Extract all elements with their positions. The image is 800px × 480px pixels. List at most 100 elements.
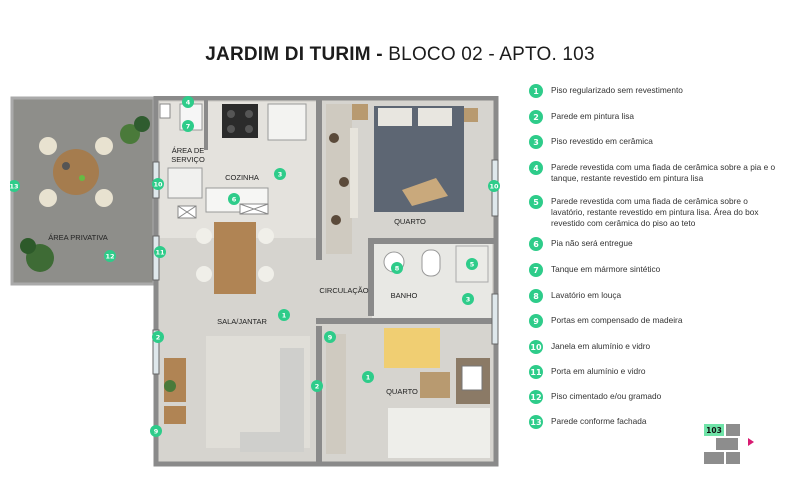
plan-badge-number: 10	[489, 182, 499, 190]
key-plan: 103	[704, 424, 756, 472]
stove	[222, 104, 258, 138]
legend-item: 13 Parede conforme fachada	[529, 415, 783, 429]
washing-machine	[167, 167, 203, 199]
plan-badge	[154, 246, 166, 258]
legend-badge: 9	[529, 314, 543, 328]
legend-badge: 3	[529, 135, 543, 149]
label-area-servico-2: SERVIÇO	[171, 155, 205, 164]
legend-text: Tanque em mármore sintético	[551, 264, 661, 274]
plan-badge	[182, 120, 194, 132]
legend-text: Portas em compensado de madeira	[551, 315, 683, 325]
legend-text: Piso regularizado sem revestimento	[551, 85, 683, 95]
plan-badge	[10, 180, 20, 192]
label-banho: BANHO	[391, 291, 418, 300]
window-right-bottom	[491, 293, 499, 345]
plan-badge-number: 1	[366, 373, 371, 381]
plan-badge	[488, 180, 500, 192]
bed-bottom-quilt	[388, 408, 490, 458]
legend-item: 7 Tanque em mármore sintético	[529, 263, 783, 277]
legend-item: 10 Janela em alumínio e vidro	[529, 340, 783, 354]
legend-item: 3 Piso revestido em cerâmica	[529, 135, 783, 149]
legend-badge: 8	[529, 289, 543, 303]
plan-badge-number: 13	[10, 182, 19, 190]
legend-item: 2 Parede em pintura lisa	[529, 110, 783, 124]
plan-badge	[104, 250, 116, 262]
title-building: JARDIM DI TURIM -	[205, 44, 383, 65]
legend-text: Parede conforme fachada	[551, 416, 647, 426]
legend-badge: 2	[529, 110, 543, 124]
glass-door	[152, 235, 160, 281]
plan-badge-number: 2	[315, 382, 320, 390]
fridge	[267, 103, 307, 141]
plan-badge	[152, 331, 164, 343]
legend-text: Parede em pintura lisa	[551, 111, 635, 121]
label-sala-jantar: SALA/JANTAR	[217, 317, 267, 326]
legend-badge: 12	[529, 390, 543, 404]
label-circulacao: CIRCULAÇÃO	[319, 286, 368, 295]
legend-item: 4 Parede revestida com uma fiada de cerâm…	[529, 161, 783, 184]
legend-text: Pia não será entregue	[551, 238, 633, 248]
legend-badge: 11	[529, 365, 543, 379]
label-area-privativa: ÁREA PRIVATIVA	[48, 233, 108, 242]
legend-item: 8 Lavatório em louça	[529, 289, 783, 303]
legend-text: Parede revestida com uma fiada de cerâmi…	[551, 196, 759, 228]
bed-bottom	[384, 328, 440, 368]
legend-text: Piso cimentado e/ou gramado	[551, 391, 662, 401]
legend-badge: 4	[529, 161, 543, 175]
legend-text: Parede revestida com uma fiada de cerâmi…	[551, 162, 776, 183]
plan-badge	[278, 309, 290, 321]
plan-badge	[182, 96, 194, 108]
legend-item: 1 Piso regularizado sem revestimento	[529, 84, 783, 98]
legend-item: 5 Parede revestida com uma fiada de cerâm…	[529, 195, 783, 229]
key-plan-unit: 103	[706, 426, 722, 435]
legend-badge: 6	[529, 237, 543, 251]
label-cozinha: COZINHA	[225, 173, 259, 182]
plan-badge-number: 6	[232, 195, 237, 203]
plan-badge-number: 3	[466, 295, 471, 303]
page-title: JARDIM DI TURIM - BLOCO 02 - APTO. 103	[0, 44, 800, 66]
legend-text: Piso revestido em cerâmica	[551, 136, 653, 146]
plan-badge-number: 1	[282, 311, 287, 319]
plan-badge	[152, 178, 164, 190]
location-marker-icon	[748, 438, 754, 446]
plan-badge-number: 7	[186, 122, 191, 130]
legend-badge: 5	[529, 195, 543, 209]
label-quarto-bottom: QUARTO	[386, 387, 418, 396]
patio-table	[53, 149, 99, 195]
plan-badge-number: 9	[154, 427, 159, 435]
plan-badge	[311, 380, 323, 392]
floor-plan: ÁREA PRIVATIVA ÁREA DE SERVIÇO COZINHA Q…	[10, 96, 505, 468]
plan-badge-number: 12	[105, 252, 114, 260]
plan-badge	[274, 168, 286, 180]
plan-badge	[462, 293, 474, 305]
plan-badge-number: 9	[328, 333, 333, 341]
legend-text: Janela em alumínio e vidro	[551, 341, 651, 351]
plan-badge	[150, 425, 162, 437]
plan-badge	[228, 193, 240, 205]
tv-stand	[164, 358, 186, 402]
plan-badge	[466, 258, 478, 270]
plan-badge-number: 5	[470, 260, 475, 268]
plan-badge	[324, 331, 336, 343]
plan-badge	[362, 371, 374, 383]
plan-badge-number: 8	[395, 264, 400, 272]
legend-badge: 7	[529, 263, 543, 277]
plan-badge-number: 10	[153, 180, 163, 188]
legend-badge: 1	[529, 84, 543, 98]
toilet	[421, 249, 441, 277]
legend-item: 6 Pia não será entregue	[529, 237, 783, 251]
dining-table	[214, 222, 256, 294]
plan-badge-number: 3	[278, 170, 283, 178]
legend-text: Lavatório em louça	[551, 290, 622, 300]
legend-text: Porta em alumínio e vidro	[551, 366, 646, 376]
legend-badge: 13	[529, 415, 543, 429]
label-quarto-top: QUARTO	[394, 217, 426, 226]
plan-badge-number: 4	[186, 98, 191, 106]
legend-item: 9 Portas em compensado de madeira	[529, 314, 783, 328]
legend-item: 11 Porta em alumínio e vidro	[529, 365, 783, 379]
legend-badge: 10	[529, 340, 543, 354]
label-area-servico-1: ÁREA DE	[172, 146, 205, 155]
plan-badge-number: 2	[156, 333, 161, 341]
plan-badge-number: 11	[155, 248, 165, 256]
plan-badge	[391, 262, 403, 274]
